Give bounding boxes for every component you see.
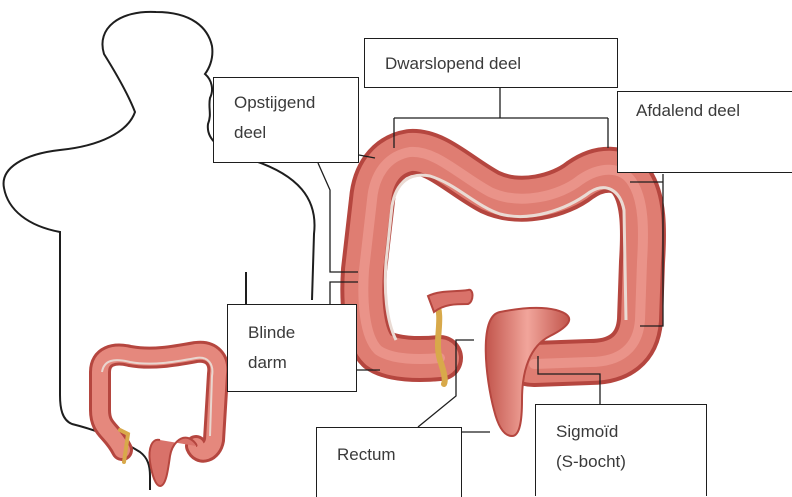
label-rectum: Rectum: [316, 427, 462, 497]
label-cecum-line2: darm: [248, 348, 356, 378]
label-sigmoid-line1: Sigmoïd: [556, 417, 706, 447]
label-sigmoid: Sigmoïd (S-bocht): [535, 404, 707, 496]
label-sigmoid-line2: (S-bocht): [556, 447, 706, 477]
colon-illustration: [363, 152, 643, 436]
label-cecum: Blinde darm: [227, 304, 357, 392]
label-ascending-line2: deel: [234, 118, 358, 148]
label-descending-text: Afdalend deel: [636, 96, 792, 126]
label-cecum-line1: Blinde: [248, 318, 356, 348]
label-transverse-colon: Dwarslopend deel: [364, 38, 618, 88]
label-ascending-colon: Opstijgend deel: [213, 77, 359, 163]
small-colon-illustration: [100, 352, 218, 486]
label-rectum-text: Rectum: [337, 440, 461, 470]
label-transverse-text: Dwarslopend deel: [385, 49, 617, 79]
label-ascending-line1: Opstijgend: [234, 88, 358, 118]
label-descending-colon: Afdalend deel: [617, 91, 792, 173]
